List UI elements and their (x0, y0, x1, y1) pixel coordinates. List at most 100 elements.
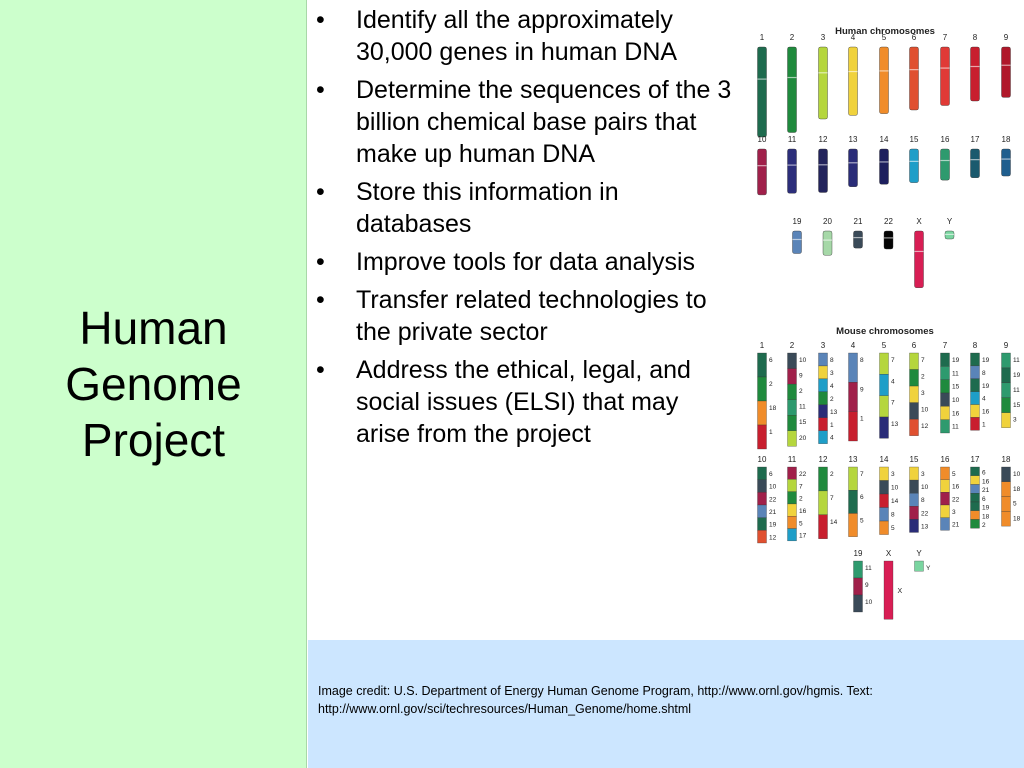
chromosome-segment (970, 417, 980, 431)
chromosome-segment (787, 503, 797, 517)
segment-label: 2 (799, 388, 803, 395)
segment-label: 16 (799, 508, 807, 515)
slide-title: Human Genome Project (65, 302, 242, 466)
chromosome-segment (914, 560, 924, 572)
chromosome-label: 9 (1004, 341, 1009, 350)
segment-label: 13 (891, 421, 899, 428)
centromere-mark (970, 159, 980, 161)
chromosome-segment (757, 466, 767, 480)
chromosome-label: 16 (941, 135, 950, 144)
chromosome-segment (909, 385, 919, 403)
chromosome-label: 2 (790, 341, 795, 350)
chromosome-segment (757, 424, 767, 450)
segment-label: 5 (891, 525, 895, 532)
segment-label: 17 (799, 533, 807, 540)
chromosome-segment (909, 506, 919, 520)
segment-label: 3 (1013, 417, 1017, 424)
bullet-item: •Transfer related technologies to the pr… (310, 284, 735, 348)
segment-label: 15 (1013, 402, 1021, 409)
chromosome-label: 14 (880, 455, 889, 464)
chromosome (970, 46, 980, 102)
centromere-mark (1001, 64, 1011, 66)
chromosome-label: 3 (821, 341, 826, 350)
chromosome-segment (879, 520, 889, 535)
chromosome-label: Y (947, 217, 953, 226)
bullet-text: Identify all the approximately 30,000 ge… (356, 6, 678, 66)
chromosome-segment (818, 514, 828, 539)
centromere-mark (848, 70, 858, 73)
segment-label: 21 (769, 509, 777, 516)
chromosome-segment (940, 504, 950, 518)
segment-label: 3 (952, 509, 956, 516)
bullet-item: •Improve tools for data analysis (310, 246, 735, 278)
centromere-mark (945, 233, 954, 235)
chromosome-segment (787, 352, 797, 369)
chromosome-segment (818, 391, 828, 405)
segment-label: 14 (891, 498, 899, 505)
chromosome-segment (940, 419, 950, 434)
chromosome-segment (940, 466, 950, 480)
segment-label: 6 (769, 357, 773, 364)
segment-label: 22 (921, 510, 929, 517)
segment-label: 10 (865, 599, 873, 606)
segment-label: 14 (830, 519, 838, 526)
chromosome-segment (879, 493, 889, 508)
chromosome-segment (909, 418, 919, 436)
segment-label: 16 (952, 484, 960, 491)
chromosome (940, 46, 950, 106)
chromosome-label: 9 (1004, 33, 1009, 42)
segment-label: 2 (830, 471, 834, 478)
chromosome (879, 148, 889, 185)
centromere-mark (940, 67, 950, 69)
centromere-mark (818, 72, 828, 74)
segment-label: 3 (830, 370, 834, 377)
chromosome-label: Y (916, 549, 922, 558)
bullet-text: Determine the sequences of the 3 billion… (356, 76, 732, 168)
chromosome-label: 15 (910, 135, 919, 144)
segment-label: 13 (921, 523, 929, 530)
chromosome (853, 230, 863, 249)
chromosome (787, 148, 797, 194)
segment-label: 2 (921, 374, 925, 381)
segment-label: 4 (830, 435, 834, 442)
chromosome-segment (818, 430, 828, 444)
segment-label: 11 (952, 370, 959, 377)
segment-label: 21 (952, 522, 960, 529)
chromosome-segment (879, 480, 889, 495)
segment-label: 3 (921, 471, 925, 478)
segment-label: 10 (921, 484, 929, 491)
segment-label: 7 (891, 357, 895, 364)
centromere-mark (757, 165, 767, 167)
chromosome (883, 230, 894, 250)
segment-label: 15 (799, 419, 807, 426)
chromosome-label: 12 (819, 455, 828, 464)
segment-label: 3 (891, 471, 895, 478)
chromosome-label: X (886, 549, 892, 558)
chromosome-segment (909, 479, 919, 494)
segment-label: 1 (860, 416, 864, 423)
chromosome-segment (879, 466, 889, 481)
segment-label: 22 (769, 496, 777, 503)
chromosome (909, 46, 919, 111)
chromosome-label: 17 (971, 135, 980, 144)
chromosome (1001, 148, 1011, 177)
centromere-mark (970, 65, 980, 68)
segment-label: 18 (1013, 486, 1021, 493)
bullet-list: • Identify all the approximately 30,000 g… (310, 4, 735, 456)
chromosome-label: 5 (882, 341, 887, 350)
segment-label: 19 (982, 383, 990, 390)
centromere-mark (853, 236, 863, 239)
segment-label: 10 (1013, 471, 1021, 478)
chromosome-segment (787, 415, 797, 431)
segment-label: 7 (860, 471, 864, 478)
segment-label: 4 (891, 378, 895, 385)
bullet-text: Improve tools for data analysis (356, 248, 696, 276)
chromosome-segment (970, 484, 980, 494)
segment-label: 19 (952, 357, 960, 364)
segment-label: 3 (921, 390, 925, 397)
chromosome-label: 8 (973, 341, 978, 350)
bullet-text: Address the ethical, legal, and social i… (356, 356, 691, 448)
segment-label: 10 (799, 357, 807, 364)
bullet-icon: • (316, 356, 325, 384)
bullet-icon: • (316, 178, 325, 206)
